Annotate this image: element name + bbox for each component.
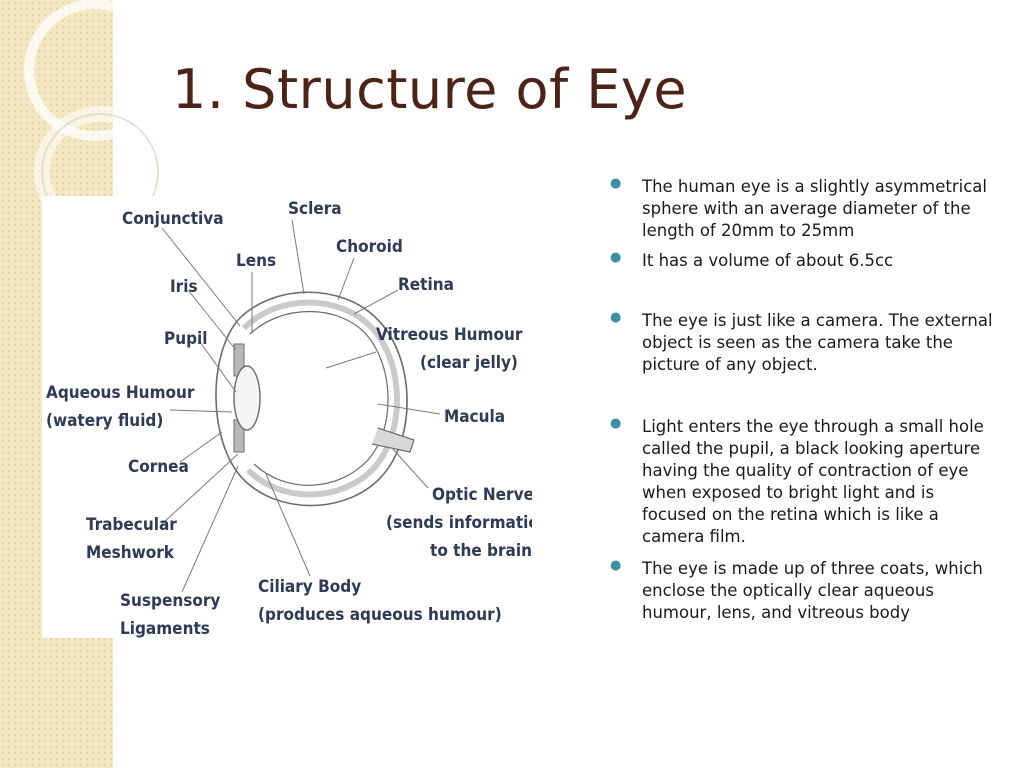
leader-lines [161, 219, 441, 593]
bullet-icon: ● [610, 416, 622, 431]
bullet-icon: ● [610, 176, 622, 191]
label-trabecular: Trabecular [86, 515, 177, 535]
label-conjunctiva: Conjunctiva [122, 209, 224, 229]
eye-diagram: Conjunctiva Sclera Lens Choroid Iris Ret… [42, 196, 532, 638]
label-sclera: Sclera [288, 199, 342, 219]
label-aqueous-humour-note: (watery fluid) [46, 411, 163, 431]
label-vitreous-humour-note: (clear jelly) [420, 353, 518, 373]
label-ciliary-body: Ciliary Body [258, 577, 361, 597]
label-pupil: Pupil [164, 329, 208, 349]
slide-title: 1. Structure of Eye [172, 58, 688, 121]
bullet-text: The human eye is a slightly asymmetrical… [642, 177, 987, 240]
bullet-icon: ● [610, 558, 622, 573]
bullet-list: ● The human eye is a slightly asymmetrica… [606, 176, 996, 624]
bullet-text: The eye is just like a camera. The exter… [642, 311, 993, 374]
label-retina: Retina [398, 275, 454, 295]
eyeball [215, 291, 415, 507]
bullet-item: ● It has a volume of about 6.5cc [606, 250, 996, 272]
label-ligaments: Ligaments [120, 619, 210, 638]
eye-diagram-svg: Conjunctiva Sclera Lens Choroid Iris Ret… [46, 199, 532, 638]
bullet-text: It has a volume of about 6.5cc [642, 251, 894, 270]
label-aqueous-humour: Aqueous Humour [46, 383, 195, 403]
label-ciliary-body-note: (produces aqueous humour) [258, 605, 502, 625]
label-optic-nerve: Optic Nerve [432, 485, 532, 505]
bullet-item: ● The eye is made up of three coats, whi… [606, 558, 996, 624]
bullet-icon: ● [610, 310, 622, 325]
label-vitreous-humour: Vitreous Humour [376, 325, 523, 345]
bullet-item: ● The human eye is a slightly asymmetrica… [606, 176, 996, 242]
label-cornea: Cornea [128, 457, 189, 477]
label-optic-nerve-note-2: to the brain) [430, 541, 532, 561]
label-choroid: Choroid [336, 237, 403, 257]
bullet-icon: ● [610, 250, 622, 265]
label-optic-nerve-note-1: (sends information [386, 513, 532, 533]
label-lens: Lens [236, 251, 276, 271]
label-meshwork: Meshwork [86, 543, 175, 563]
label-suspensory: Suspensory [120, 591, 220, 611]
label-iris: Iris [170, 277, 198, 297]
bullet-text: Light enters the eye through a small hol… [642, 417, 984, 546]
bullet-item: ● Light enters the eye through a small ho… [606, 416, 996, 548]
bullet-text: The eye is made up of three coats, which… [642, 559, 983, 622]
label-macula: Macula [444, 407, 505, 427]
bullet-item: ● The eye is just like a camera. The exte… [606, 310, 996, 376]
